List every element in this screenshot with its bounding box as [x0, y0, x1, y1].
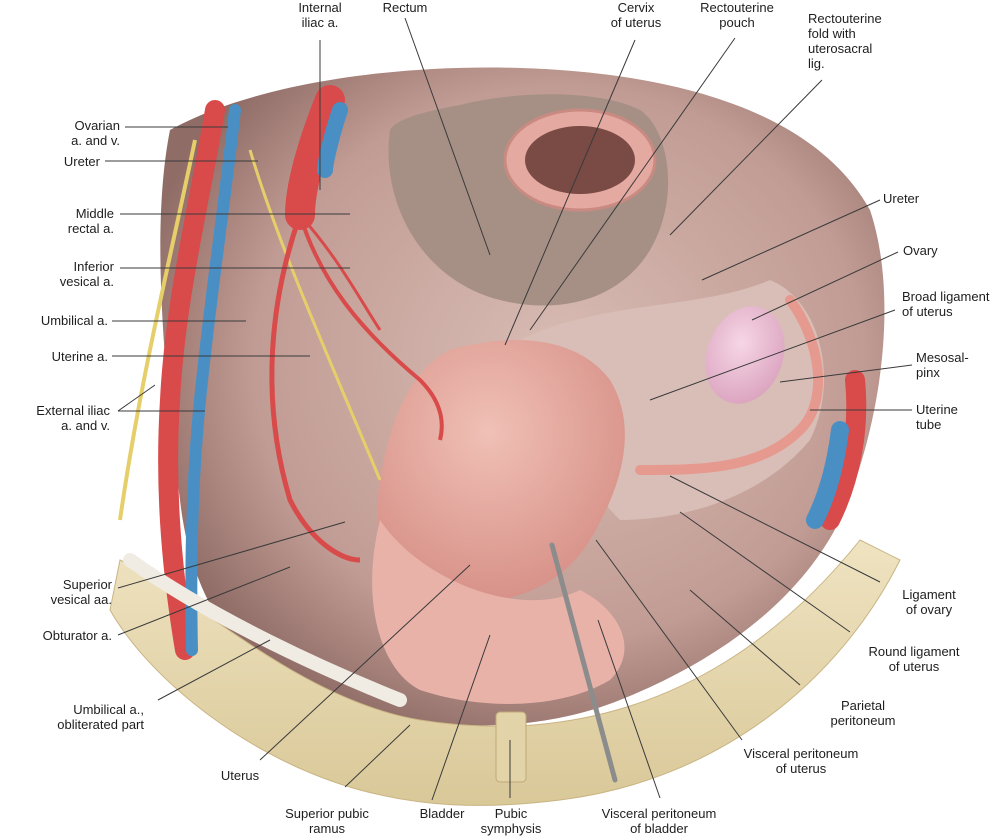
label-visceral-peritoneum-bladder: Visceral peritoneum of bladder: [601, 806, 717, 836]
label-cervix: Cervix of uterus: [610, 0, 662, 30]
leader-lines: [105, 17, 913, 801]
probe: [549, 542, 618, 783]
label-uterine-a: Uterine a.: [51, 349, 108, 364]
label-inferior-vesical: Inferior vesical a.: [59, 259, 114, 289]
label-middle-rectal: Middle rectal a.: [67, 206, 114, 236]
label-ovary: Ovary: [903, 243, 938, 258]
label-uterus: Uterus: [220, 768, 260, 783]
label-internal-iliac: Internal iliac a.: [298, 0, 342, 30]
label-superior-vesical: Superior vesical aa.: [50, 577, 112, 607]
uterine-tube-shape: [635, 295, 824, 475]
label-superior-pubic-ramus: Superior pubic ramus: [285, 806, 369, 836]
pubic-bone: [109, 539, 901, 806]
external-iliac-artery-shape: [158, 100, 225, 660]
label-rectum: Rectum: [382, 0, 428, 15]
right-iliac-vessels: [820, 370, 867, 530]
label-rectouterine-pouch: Rectouterine pouch: [700, 0, 774, 30]
label-ureter-left: Ureter: [63, 154, 100, 169]
bladder-shape: [372, 520, 625, 704]
internal-iliac-shape: [285, 85, 345, 230]
label-pubic-symphysis: Pubic symphysis: [480, 806, 542, 836]
label-parietal-peritoneum: Parietal peritoneum: [830, 698, 896, 728]
label-ovarian: Ovarian a. and v.: [71, 118, 120, 148]
label-round-ligament: Round ligament of uterus: [868, 644, 960, 674]
label-ureter-right: Ureter: [883, 191, 920, 206]
label-rectouterine-fold: Rectouterine fold with uterosacral lig.: [808, 11, 882, 71]
label-uterine-tube: Uterine tube: [916, 402, 958, 432]
label-bladder: Bladder: [419, 806, 465, 821]
external-iliac-vein-shape: [185, 104, 241, 656]
label-mesosalpinx: Mesosal- pinx: [916, 350, 969, 380]
label-umbilical: Umbilical a.: [40, 313, 108, 328]
label-ligament-ovary: Ligament of ovary: [902, 587, 956, 617]
label-visceral-peritoneum-uterus: Visceral peritoneum of uterus: [743, 746, 859, 776]
label-external-iliac: External iliac a. and v.: [36, 403, 110, 433]
label-obturator: Obturator a.: [42, 628, 112, 643]
label-broad-ligament: Broad ligament of uterus: [902, 289, 990, 319]
ovary-shape: [705, 306, 785, 404]
pubic-symphysis-shape: [495, 711, 527, 783]
label-umbilical-obliterated: Umbilical a., obliterated part: [57, 702, 144, 732]
